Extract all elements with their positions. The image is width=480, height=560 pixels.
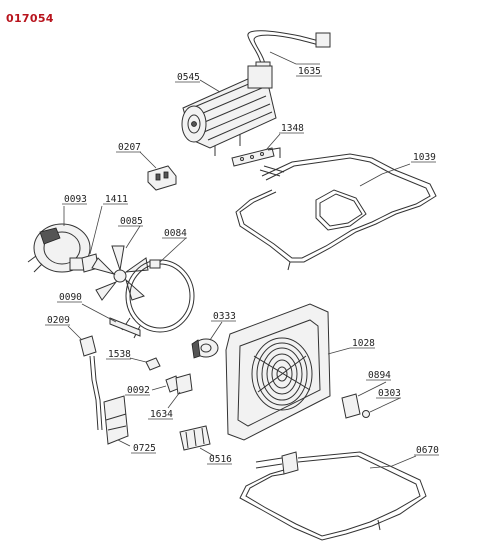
convection-motor-drawing (27, 223, 91, 273)
label-0333: 0333 (213, 311, 236, 322)
label-0207: 0207 (118, 142, 141, 153)
label-0093: 0093 (64, 194, 87, 205)
label-1538: 1538 (108, 349, 131, 360)
label-1028: 1028 (352, 338, 375, 349)
label-0725: 0725 (133, 443, 156, 454)
thermostat-drawing (147, 165, 177, 191)
terminal-strip-drawing (231, 147, 281, 167)
label-0092: 0092 (127, 385, 150, 396)
label-1039: 1039 (413, 152, 436, 163)
fan-motor-drawing (181, 65, 277, 156)
label-0084: 0084 (164, 228, 187, 239)
back-panel-drawing (225, 303, 331, 441)
label-0209: 0209 (47, 315, 70, 326)
label-1634: 1634 (150, 409, 173, 420)
leader-lines (63, 51, 417, 469)
label-0085: 0085 (120, 216, 143, 227)
label-0545: 0545 (177, 72, 200, 83)
label-0894: 0894 (368, 370, 391, 381)
lamp-drawing (191, 338, 219, 359)
clip-drawing (145, 357, 161, 371)
terminal-block-drawing (179, 425, 211, 451)
cable-harness-drawing (247, 30, 331, 77)
label-0670: 0670 (416, 445, 439, 456)
label-0303: 0303 (378, 388, 401, 399)
label-1411: 1411 (105, 194, 128, 205)
bottom-heating-element-drawing (239, 451, 427, 541)
top-heating-element-drawing (235, 153, 437, 271)
part-labels: 1635 0545 1348 0207 1039 0093 1411 0085 … (45, 66, 439, 465)
fan-blade-drawing (91, 245, 149, 301)
door-lock-drawing (103, 395, 129, 445)
label-1348: 1348 (281, 123, 304, 134)
hinge-bracket-drawing (341, 393, 370, 419)
label-1635: 1635 (298, 66, 321, 77)
probe-socket-drawing (79, 335, 103, 431)
document-code: 017054 (6, 12, 54, 25)
label-0516: 0516 (209, 454, 232, 465)
label-0090: 0090 (59, 292, 82, 303)
bracket-drawing (109, 317, 141, 337)
micro-switch-drawing (175, 373, 193, 395)
